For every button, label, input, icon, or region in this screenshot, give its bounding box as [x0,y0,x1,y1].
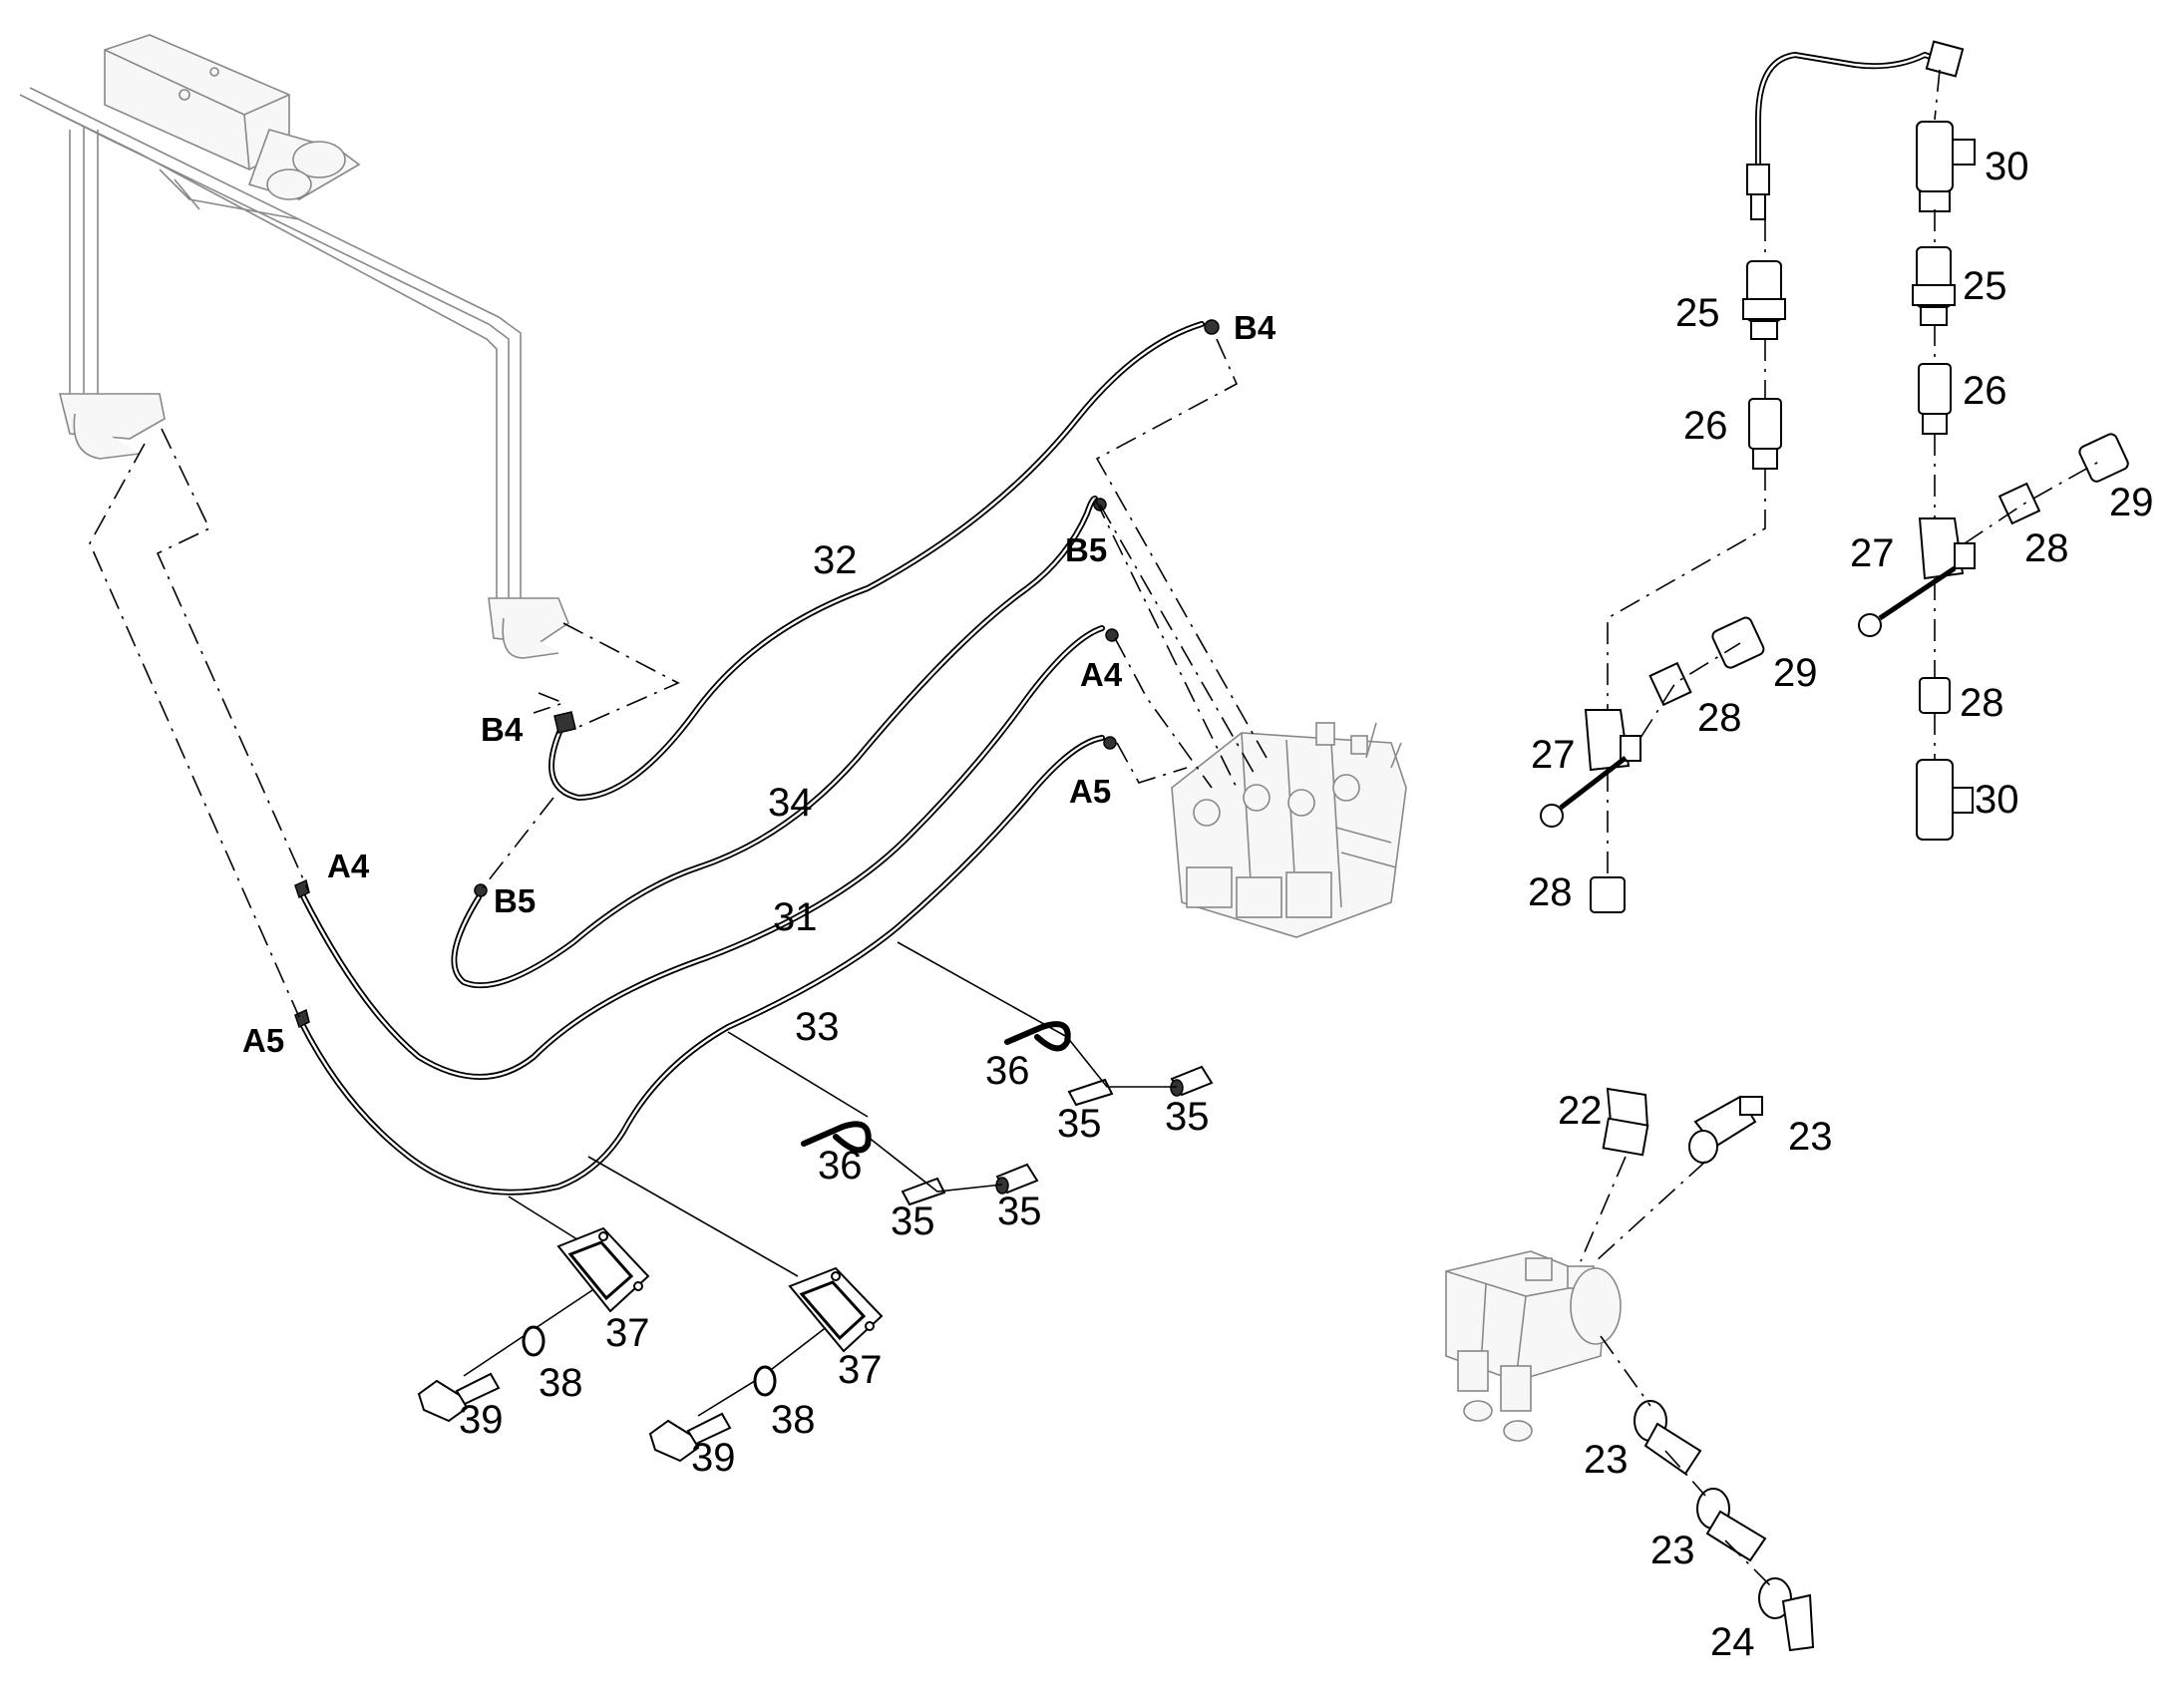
callout-33: 33 [795,1005,840,1049]
upper-frame-assembly [19,34,569,659]
callout-39-a: 39 [459,1398,504,1442]
callout-37-b: 37 [838,1348,883,1392]
adapter-25-right [1912,246,1956,326]
port-label-a5-top: A5 [1069,773,1111,810]
callout-35-a: 35 [1057,1102,1102,1146]
control-valve-bank [1171,722,1407,938]
sleeve-35b [901,1163,1039,1206]
cable-tie-36b [801,1121,872,1154]
tee-30-bottom [1916,759,1974,841]
callout-24: 24 [1710,1620,1755,1664]
port-label-a5-left: A5 [242,1022,284,1059]
callout-37-a: 37 [605,1311,650,1355]
fitting-26-left [1748,398,1782,470]
callout-27-left: 27 [1531,733,1576,777]
callout-26-left: 26 [1683,404,1728,448]
callout-labels: 22 23 23 23 24 25 25 26 26 27 27 28 28 2… [459,145,2154,1664]
callout-31: 31 [773,895,818,939]
bracket-37a [556,1226,650,1313]
callout-29-right: 29 [2109,481,2154,524]
bolt-39b [648,1412,732,1463]
port-label-a4-left: A4 [327,848,370,884]
port-labels: B4 B5 A4 A5 B4 B5 A4 A5 [242,309,1276,1059]
hose-33 [294,735,1117,1196]
callout-25-left: 25 [1675,291,1720,335]
washer-38a [522,1325,545,1357]
port-label-a4-top: A4 [1080,656,1123,693]
ball-valve-27-left [1540,709,1641,828]
right-connection-lines [1607,209,2105,877]
callout-28-d: 28 [1528,870,1573,914]
port-label-b4-left: B4 [481,711,524,748]
callout-29-left: 29 [1773,651,1818,695]
cable-tie-36a [1004,1021,1071,1052]
callout-38-b: 38 [771,1398,816,1442]
callout-35-c: 35 [891,1199,935,1243]
callout-35-d: 35 [997,1190,1042,1233]
callout-36-b: 36 [818,1144,863,1188]
callout-28-c: 28 [1697,696,1742,740]
hose-32 [548,319,1220,801]
callout-38-a: 38 [539,1361,583,1405]
elbow-24 [1758,1577,1815,1652]
callout-30-top: 30 [1985,145,2029,188]
callout-27-right: 27 [1850,531,1895,575]
tee-30-top [1916,121,1976,212]
washer-38b [753,1365,777,1397]
callout-28-a: 28 [2024,526,2069,570]
tee-23-low [1696,1488,1767,1562]
tee-23-mid [1634,1400,1702,1476]
port-label-b5-top: B5 [1065,531,1107,568]
callout-34: 34 [768,781,813,825]
callout-22: 22 [1558,1089,1603,1133]
callout-28-b: 28 [1960,681,2004,725]
bolt-39a [417,1372,501,1423]
callout-23-top: 23 [1788,1115,1833,1159]
cap-29-set [1711,433,2129,669]
leader-lines [463,941,1177,1417]
ball-valve-27-right [1858,517,1976,637]
bracket-37b [788,1266,884,1353]
solenoid-valve-block [1445,1250,1622,1442]
connection-lines [89,338,1268,1018]
lower-right-connection-lines [1580,1156,1771,1586]
callout-36-a: 36 [985,1049,1030,1093]
callout-32: 32 [813,538,858,582]
callout-23-mid: 23 [1584,1438,1629,1482]
callout-39-b: 39 [691,1436,736,1480]
fitting-26-right [1918,363,1952,435]
callout-23-low: 23 [1650,1529,1695,1572]
port-label-b5-left: B5 [494,882,536,919]
callout-25-right: 25 [1963,264,2007,308]
callout-35-b: 35 [1165,1095,1210,1139]
callout-26-right: 26 [1963,369,2007,413]
elbow-22 [1602,1087,1649,1157]
upper-right-pipe [1746,40,1965,220]
tee-23-top [1688,1095,1763,1164]
port-label-b4-top: B4 [1234,309,1276,346]
adapter-25-left [1742,260,1786,340]
sleeve-35a [1067,1065,1214,1107]
callout-30-bottom: 30 [1975,778,2019,822]
